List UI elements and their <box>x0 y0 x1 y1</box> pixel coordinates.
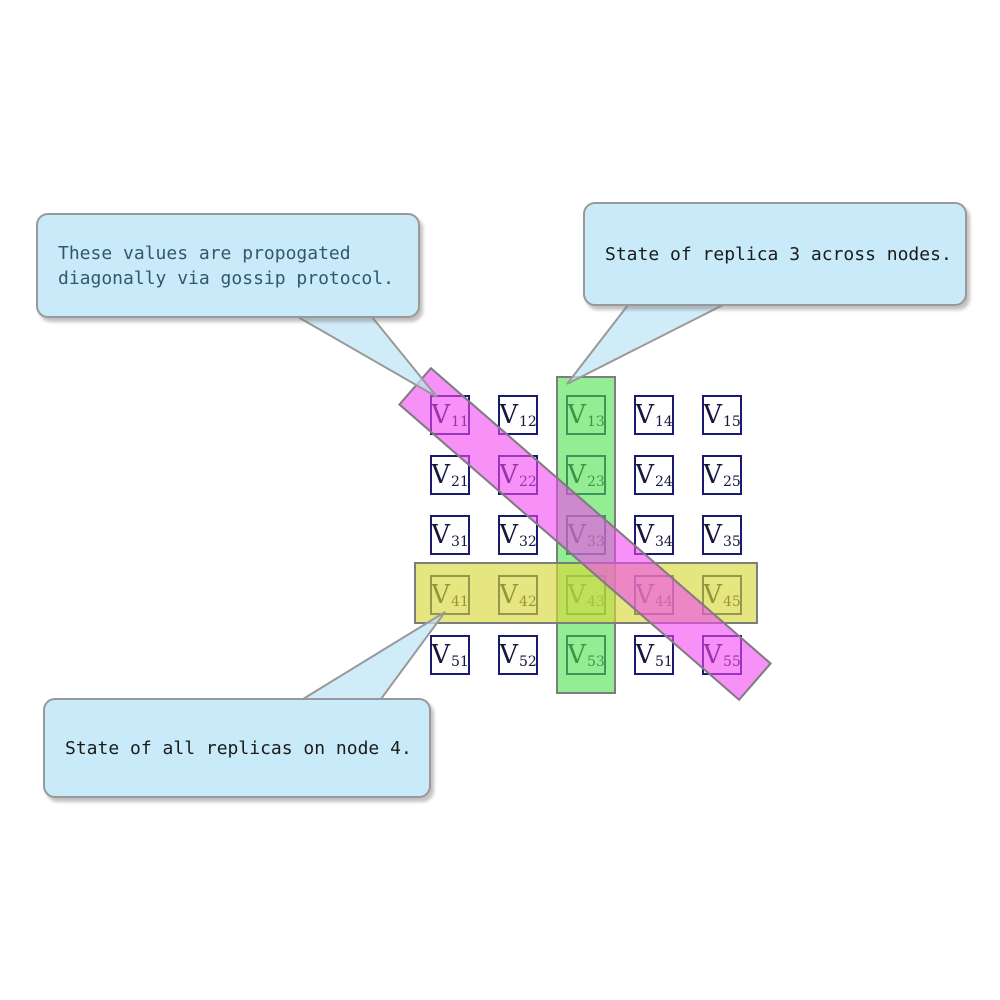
cell-subscript: 14 <box>654 414 673 430</box>
cell-subscript: 21 <box>450 474 469 490</box>
cell-symbol: V <box>431 460 450 490</box>
cell-subscript: 34 <box>654 534 673 550</box>
cell-subscript: 15 <box>722 414 741 430</box>
cell-symbol: V <box>431 520 450 550</box>
cell-symbol: V <box>703 400 722 430</box>
cell-subscript: 25 <box>722 474 741 490</box>
cell-symbol: V <box>431 640 450 670</box>
callout-text-line: State of replica 3 across nodes. <box>605 243 952 265</box>
cell-subscript: 32 <box>518 534 537 550</box>
cell-subscript: 52 <box>518 654 537 670</box>
cell-symbol: V <box>635 460 654 490</box>
cell-symbol: V <box>499 400 518 430</box>
callout-text-line: diagonally via gossip protocol. <box>58 267 394 289</box>
cell-symbol: V <box>499 640 518 670</box>
cell-symbol: V <box>635 640 654 670</box>
cell-subscript: 12 <box>518 414 537 430</box>
cell-subscript: 31 <box>450 534 469 550</box>
cell-subscript: 35 <box>722 534 741 550</box>
callout-text-line: These values are propogated <box>58 242 351 264</box>
gossip-callout: These values are propogated diagonally v… <box>36 213 420 318</box>
replica-3-callout: State of replica 3 across nodes. <box>583 202 967 306</box>
cell-symbol: V <box>635 400 654 430</box>
cell-symbol: V <box>499 520 518 550</box>
cell-subscript: 51 <box>654 654 673 670</box>
cell-symbol: V <box>635 520 654 550</box>
cell-symbol: V <box>703 520 722 550</box>
cell-subscript: 24 <box>654 474 673 490</box>
cell-symbol: V <box>703 460 722 490</box>
node-4-callout: State of all replicas on node 4. <box>43 698 431 798</box>
cell-subscript: 51 <box>450 654 469 670</box>
callout-text-line: State of all replicas on node 4. <box>65 737 412 759</box>
